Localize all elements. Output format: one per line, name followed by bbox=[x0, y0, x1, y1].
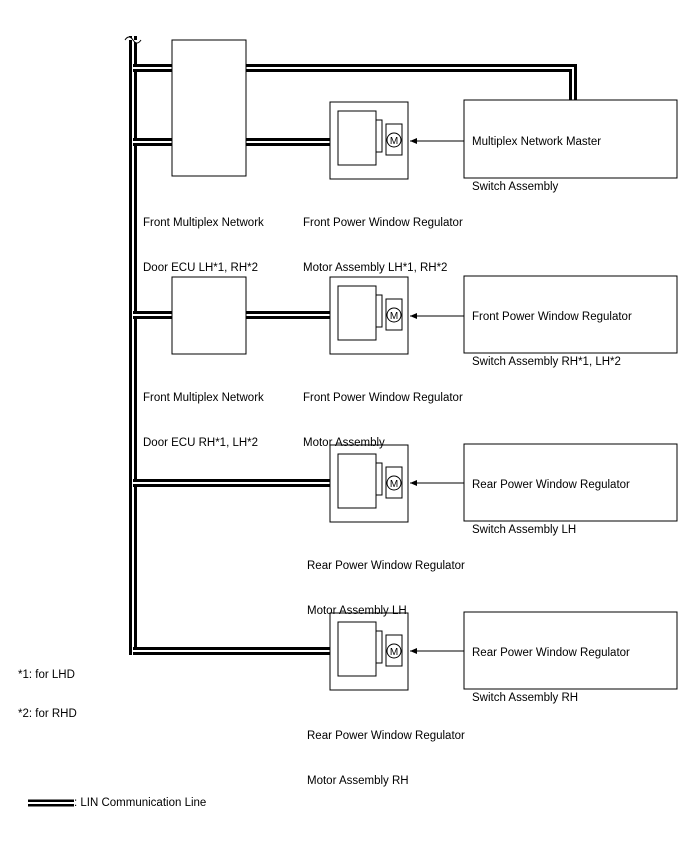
motor-symbol: M bbox=[390, 136, 398, 147]
label-line: Front Multiplex Network bbox=[143, 392, 264, 404]
label-line: Switch Assembly bbox=[472, 181, 559, 193]
rear-motor-lh-assembly: M bbox=[329, 444, 409, 523]
label-line: Door ECU RH*1, LH*2 bbox=[143, 437, 259, 449]
front-ecu-1-label: Front Multiplex Network Door ECU LH*1, R… bbox=[143, 186, 264, 291]
rear-motor-rh-assembly: M bbox=[329, 612, 409, 691]
label-line: Front Power Window Regulator bbox=[472, 311, 632, 323]
label-line: Rear Power Window Regulator bbox=[472, 647, 630, 659]
label-line: Front Power Window Regulator bbox=[303, 217, 463, 229]
rear-switch-lh-box bbox=[463, 443, 678, 522]
label-line: Rear Power Window Regulator bbox=[307, 560, 465, 572]
note-rhd: *2: for RHD bbox=[18, 708, 77, 720]
rear-motor-lh-label: Rear Power Window Regulator Motor Assemb… bbox=[307, 529, 465, 634]
label-line: Motor Assembly LH bbox=[307, 605, 407, 617]
front-ecu-2-label: Front Multiplex Network Door ECU RH*1, L… bbox=[143, 361, 264, 466]
motor-symbol: M bbox=[390, 647, 398, 658]
label-line: Switch Assembly RH*1, LH*2 bbox=[472, 356, 621, 368]
label-line: Rear Power Window Regulator bbox=[472, 479, 630, 491]
label-line: Motor Assembly LH*1, RH*2 bbox=[303, 262, 448, 274]
label-line: Front Multiplex Network bbox=[143, 217, 264, 229]
motor-symbol: M bbox=[390, 479, 398, 490]
front-switch-2-box bbox=[463, 275, 678, 354]
front-motor-2-assembly: M bbox=[329, 276, 409, 355]
master-switch-box bbox=[463, 99, 678, 179]
rear-motor-rh-label: Rear Power Window Regulator Motor Assemb… bbox=[307, 699, 465, 804]
legend-label: : LIN Communication Line bbox=[74, 797, 207, 809]
rear-switch-lh-label: Rear Power Window Regulator Switch Assem… bbox=[472, 448, 630, 553]
front-motor-1-assembly: M bbox=[329, 101, 409, 180]
label-line: Switch Assembly LH bbox=[472, 524, 577, 536]
front-motor-1-label: Front Power Window Regulator Motor Assem… bbox=[303, 186, 463, 291]
label-line: Rear Power Window Regulator bbox=[307, 730, 465, 742]
label-line: Front Power Window Regulator bbox=[303, 392, 463, 404]
lin-bus-lines bbox=[124, 36, 577, 655]
front-ecu-2-box bbox=[171, 276, 247, 355]
label-line: Motor Assembly bbox=[303, 437, 385, 449]
motor-symbol: M bbox=[390, 311, 398, 322]
front-motor-2-label: Front Power Window Regulator Motor Assem… bbox=[303, 361, 463, 466]
note-lhd: *1: for LHD bbox=[18, 669, 75, 681]
label-line: Switch Assembly RH bbox=[472, 692, 579, 704]
front-ecu-1-box bbox=[171, 39, 247, 177]
signal-arrows bbox=[410, 138, 464, 654]
label-line: Multiplex Network Master bbox=[472, 136, 602, 148]
label-line: Motor Assembly RH bbox=[307, 775, 409, 787]
master-switch-label: Multiplex Network Master Switch Assembly bbox=[472, 105, 601, 210]
front-switch-2-label: Front Power Window Regulator Switch Asse… bbox=[472, 280, 632, 385]
rear-switch-rh-label: Rear Power Window Regulator Switch Assem… bbox=[472, 616, 630, 721]
label-line: Door ECU LH*1, RH*2 bbox=[143, 262, 259, 274]
